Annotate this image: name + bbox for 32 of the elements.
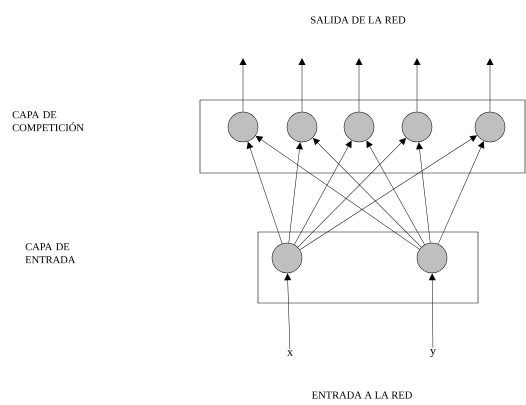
layer-label: CAPA DE COMPETICIÓN [12, 111, 84, 132]
neuron-circle [344, 112, 374, 142]
arrow [284, 274, 292, 350]
neuron-circle [474, 112, 506, 142]
section-title: SALIDA DE LA RED [311, 16, 406, 24]
arrow [288, 142, 303, 244]
input-label: y [430, 348, 436, 358]
neuron-circle [272, 242, 302, 274]
arrow [298, 138, 406, 248]
layer-label: CAPA DE ENTRADA [26, 243, 76, 264]
arrow [428, 274, 436, 348]
layer-box [258, 232, 478, 304]
arrow [256, 136, 420, 250]
arrow [312, 138, 422, 248]
neuron-circle [228, 112, 258, 142]
neuron-circle [286, 112, 318, 142]
arrow [294, 140, 352, 245]
arrow [366, 140, 425, 245]
output-arrow [414, 58, 420, 112]
neuron-circle [402, 112, 432, 142]
layer-box [200, 100, 526, 174]
neuron-circle [416, 242, 448, 274]
output-arrow [298, 58, 306, 112]
arrow [246, 142, 282, 244]
arrow [300, 135, 477, 250]
section-title: ENTRADA A LA RED [312, 392, 412, 398]
output-arrow [240, 58, 246, 112]
arrow [416, 142, 431, 244]
input-label: x [287, 350, 293, 356]
output-arrow [356, 58, 362, 112]
arrow [438, 141, 484, 244]
output-arrow [486, 58, 494, 112]
